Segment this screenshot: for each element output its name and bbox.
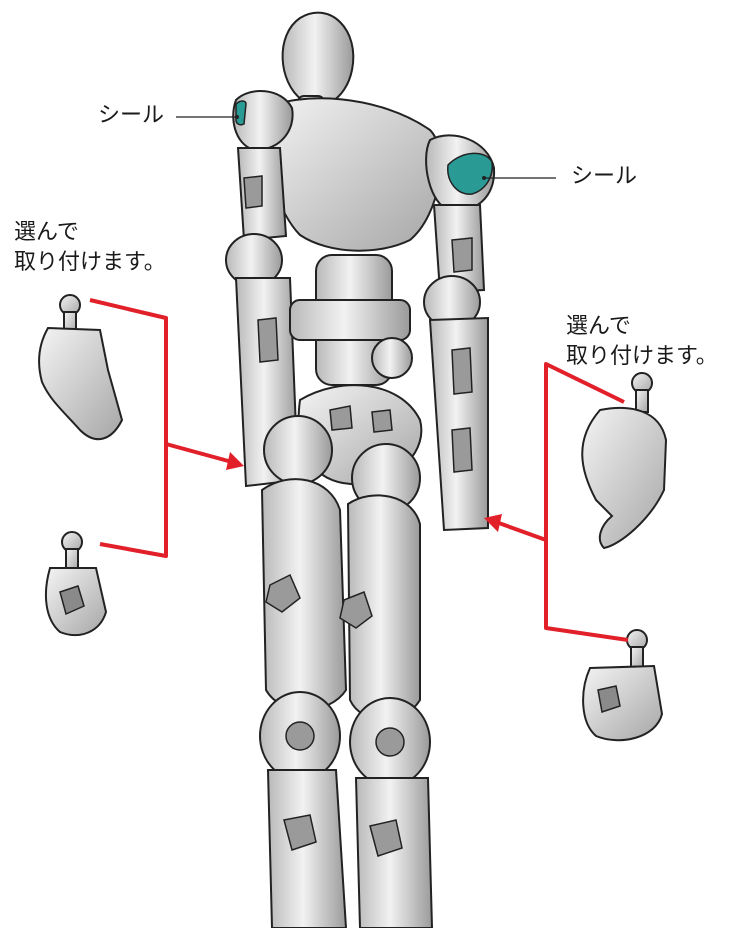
choose-right-line1: 選んで xyxy=(566,314,631,339)
waist-band xyxy=(289,299,411,341)
choose-left-line1: 選んで xyxy=(14,220,79,245)
choose-right-line2: 取り付けます。 xyxy=(566,344,718,369)
left-choice-bracket xyxy=(89,298,233,558)
right-choice-bracket xyxy=(495,362,629,642)
right-choice-arrowhead xyxy=(484,514,502,532)
left-hand-options xyxy=(38,294,124,637)
right-hand-options xyxy=(581,372,668,742)
sticker-label-right: シール xyxy=(571,164,638,189)
left-hand-open xyxy=(38,326,124,441)
left-hip xyxy=(263,415,333,485)
right-forearm xyxy=(428,316,489,532)
waist-joint xyxy=(371,337,413,379)
choose-instruction-left: 選んで 取り付けます。 xyxy=(14,218,166,278)
left-shin xyxy=(266,769,348,928)
left-shoulder xyxy=(232,89,294,152)
sticker-label-left: シール xyxy=(98,103,165,128)
choose-instruction-right: 選んで 取り付けます。 xyxy=(566,312,718,372)
left-choice-arrowhead xyxy=(226,452,244,470)
sticker-right xyxy=(447,152,494,195)
right-hand-fist xyxy=(582,664,664,742)
right-hand-open xyxy=(581,406,668,550)
right-shin xyxy=(354,777,434,928)
figure-head xyxy=(281,11,355,107)
choose-left-line2: 取り付けます。 xyxy=(14,250,166,275)
sticker-left xyxy=(235,100,247,126)
